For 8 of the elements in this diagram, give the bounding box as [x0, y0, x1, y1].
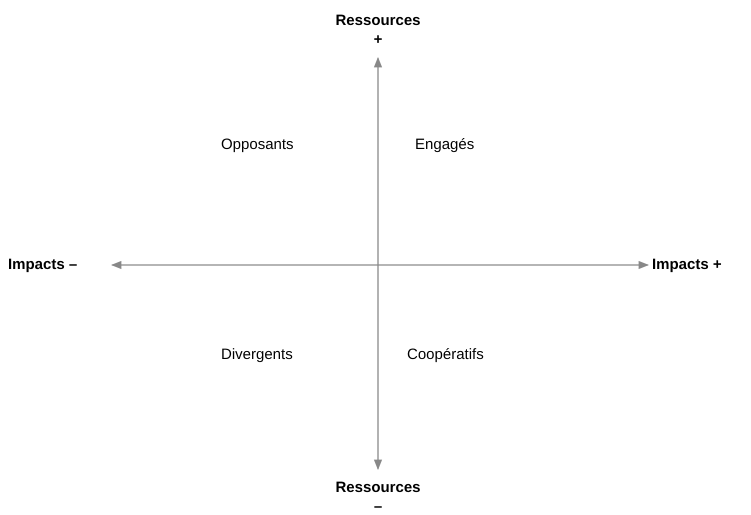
axis-label: Impacts –: [8, 255, 78, 274]
axis-label: Ressources –: [334, 478, 422, 515]
quadrant-label: Engagés: [415, 135, 474, 154]
quadrant-label: Coopératifs: [407, 345, 484, 364]
axis-label: Ressources +: [334, 11, 422, 49]
quadrant-label: Opposants: [221, 135, 294, 154]
axis-label: Impacts +: [652, 255, 722, 274]
quadrant-label: Divergents: [221, 345, 293, 364]
